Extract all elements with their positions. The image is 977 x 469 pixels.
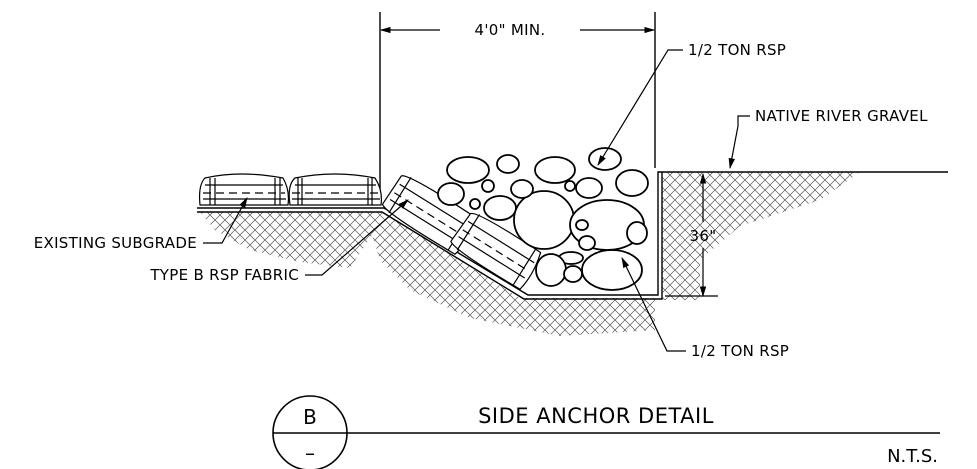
- depth-dim-label: 36": [690, 227, 717, 245]
- section-letter: B: [303, 405, 317, 429]
- existing-subgrade-soil: [200, 212, 382, 268]
- rsp-bags: [198, 173, 542, 290]
- sheet-reference: –: [305, 441, 315, 465]
- title-block: B – SIDE ANCHOR DETAIL N.T.S.: [272, 395, 940, 469]
- slope-bag-lower: [450, 212, 542, 290]
- native-gravel-label: NATIVE RIVER GRAVEL: [755, 107, 928, 125]
- fabric-line: [197, 172, 663, 300]
- leaders: [203, 49, 750, 352]
- dimensions: [379, 26, 718, 298]
- top-rsp-label: 1/2 TON RSP: [688, 41, 786, 59]
- fabric-leader: [305, 199, 409, 276]
- native-gravel-leader: [728, 115, 750, 170]
- flat-bag-right: [288, 173, 382, 206]
- existing-subgrade-label: EXISTING SUBGRADE: [34, 234, 197, 252]
- native-gravel-soil: [662, 172, 860, 300]
- soil-hatching: [200, 172, 860, 336]
- fabric-label: TYPE B RSP FABRIC: [149, 266, 299, 284]
- flat-bag-left: [198, 173, 290, 206]
- scale-note: N.T.S.: [887, 446, 938, 467]
- ground-profile: [197, 12, 948, 300]
- width-dim-label: 4'0" MIN.: [475, 21, 546, 39]
- bottom-rsp-label: 1/2 TON RSP: [691, 342, 789, 360]
- top-rsp-leader: [597, 49, 683, 166]
- detail-title: SIDE ANCHOR DETAIL: [478, 404, 714, 428]
- riprap-rocks: [437, 147, 649, 291]
- bottom-rsp-leader: [621, 257, 686, 352]
- subgrade-leader: [203, 197, 248, 244]
- subgrade-line: [197, 171, 948, 296]
- slope-subgrade-soil: [372, 212, 655, 336]
